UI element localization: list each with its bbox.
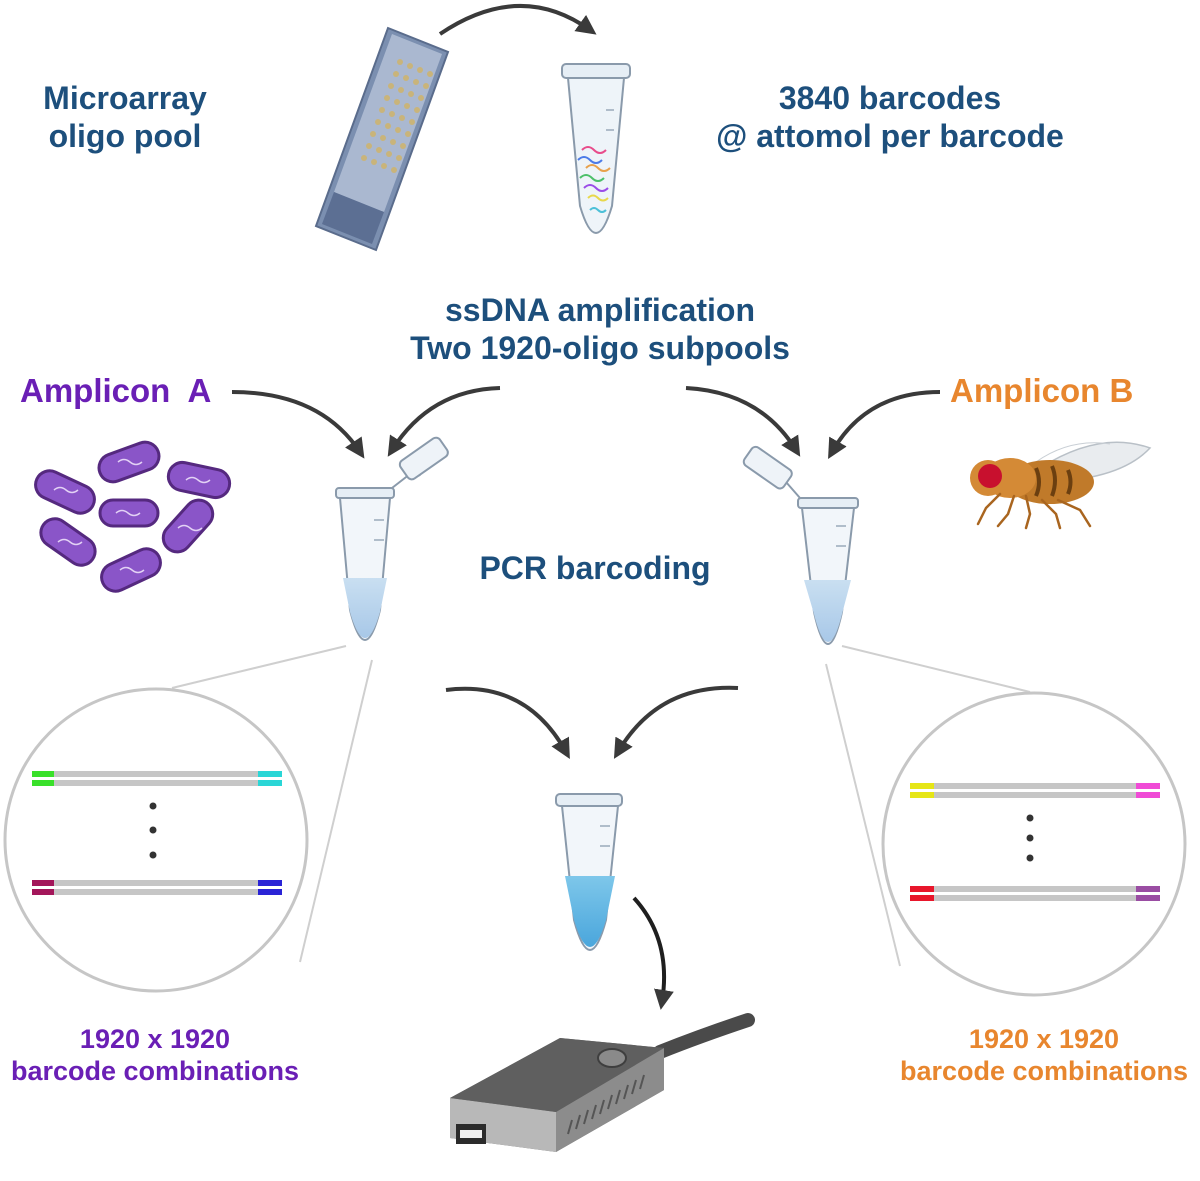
label-line: ssDNA amplification bbox=[445, 292, 755, 328]
curved-arrow-icon bbox=[438, 4, 597, 36]
microcentrifuge-tube-icon bbox=[335, 436, 449, 641]
label-combinations-a: 1920 x 1920 barcode combinations bbox=[0, 1024, 310, 1088]
bacteria-icon bbox=[34, 440, 232, 593]
barcode-tag-left bbox=[910, 886, 934, 892]
microarray-slide-icon bbox=[314, 26, 450, 252]
barcode-tag-left bbox=[32, 880, 54, 886]
zoom-circle-a bbox=[3, 645, 373, 993]
label-pcr-barcoding: PCR barcoding bbox=[479, 550, 711, 586]
label-amplicon-a: Amplicon A bbox=[20, 372, 212, 409]
barcoded-amplicon bbox=[32, 880, 282, 895]
microcentrifuge-tube-icon bbox=[561, 63, 631, 234]
barcode-tag-right bbox=[258, 771, 282, 777]
curved-arrow-icon bbox=[685, 386, 801, 457]
curved-arrow-icon bbox=[445, 686, 570, 759]
zoom-circle-b bbox=[825, 645, 1187, 997]
curved-arrow-icon bbox=[613, 685, 739, 759]
curved-arrow-icon bbox=[231, 390, 365, 459]
microcentrifuge-tube-icon bbox=[555, 793, 623, 951]
sequencer-device-icon bbox=[450, 1013, 755, 1152]
label-ssdna-amplification: ssDNA amplification Two 1920-oligo subpo… bbox=[380, 292, 820, 368]
label-line: barcode combinations bbox=[10, 1055, 300, 1086]
label-line: barcode combinations bbox=[899, 1055, 1189, 1086]
label-barcodes: 3840 barcodes @ attomol per barcode bbox=[680, 80, 1100, 156]
fruit-fly-icon bbox=[970, 441, 1152, 530]
ellipsis-dots bbox=[1026, 814, 1034, 862]
curved-arrow-icon bbox=[828, 390, 941, 459]
curved-arrow-icon bbox=[632, 896, 674, 1010]
label-line: oligo pool bbox=[48, 117, 202, 154]
label-line: 1920 x 1920 bbox=[79, 1024, 231, 1054]
barcoded-amplicon bbox=[910, 886, 1160, 901]
label-line: 3840 barcodes bbox=[778, 80, 1002, 116]
label-line: 1920 x 1920 bbox=[968, 1024, 1120, 1054]
barcode-tag-left bbox=[910, 783, 934, 789]
bacteria-detail bbox=[53, 458, 211, 574]
label-combinations-b: 1920 x 1920 barcode combinations bbox=[888, 1024, 1200, 1088]
label-microarray: Microarray oligo pool bbox=[20, 80, 230, 156]
barcode-tag-right bbox=[1136, 886, 1160, 892]
curved-arrow-icon bbox=[387, 386, 501, 457]
barcode-tag-right bbox=[258, 880, 282, 886]
microcentrifuge-tube-icon bbox=[742, 445, 859, 645]
barcoded-amplicon bbox=[32, 771, 282, 786]
barcode-tag-right bbox=[1136, 783, 1160, 789]
barcoded-amplicon bbox=[910, 783, 1160, 798]
ellipsis-dots bbox=[149, 802, 157, 859]
label-amplicon-b: Amplicon B bbox=[950, 372, 1134, 409]
label-line: @ attomol per barcode bbox=[716, 117, 1064, 154]
label-line: Microarray bbox=[43, 80, 207, 116]
barcode-tag-left bbox=[32, 771, 54, 777]
label-line: Two 1920-oligo subpools bbox=[410, 329, 790, 366]
